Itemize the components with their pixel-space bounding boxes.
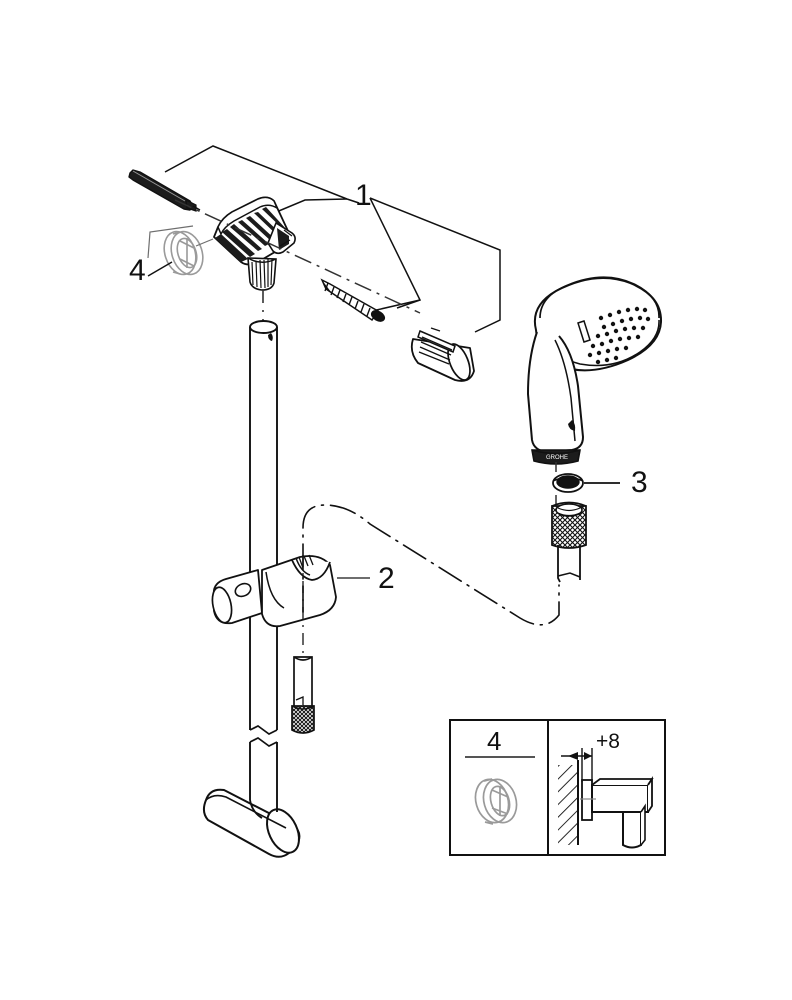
svg-text:GROHE: GROHE <box>546 455 568 461</box>
callout-2-label: 2 <box>378 562 395 595</box>
slider-knurled-stud <box>291 656 315 734</box>
cover-rosette-ring-ghost <box>163 230 204 276</box>
inset-left-label: 4 <box>487 726 501 756</box>
inset-rosette-ring <box>474 778 518 825</box>
callout-4-leader-line <box>147 261 173 277</box>
hose-sealing-washer <box>552 473 584 493</box>
hose-route-centerline <box>302 504 560 626</box>
inset-wall-section: +8 <box>558 730 654 849</box>
sliding-shower-holder <box>211 554 337 628</box>
hand-shower-head: GROHE <box>527 276 663 465</box>
mounting-screw <box>320 278 386 322</box>
callout-1-label: 1 <box>355 179 372 212</box>
inset-spacer-plate <box>581 779 593 821</box>
rail-lower-mount <box>202 788 301 858</box>
bracket-axis-centerline <box>174 199 421 314</box>
callout-3-label: 3 <box>631 466 648 499</box>
inset-dimension-label: +8 <box>596 730 620 753</box>
shower-hose <box>557 545 581 583</box>
callout-4-label: 4 <box>129 254 146 287</box>
wall-dowel-anchor <box>410 327 475 382</box>
hose-knurled-nut <box>551 501 587 549</box>
detail-inset: 4 <box>449 719 666 856</box>
rosette-alignment-leader <box>147 225 214 259</box>
